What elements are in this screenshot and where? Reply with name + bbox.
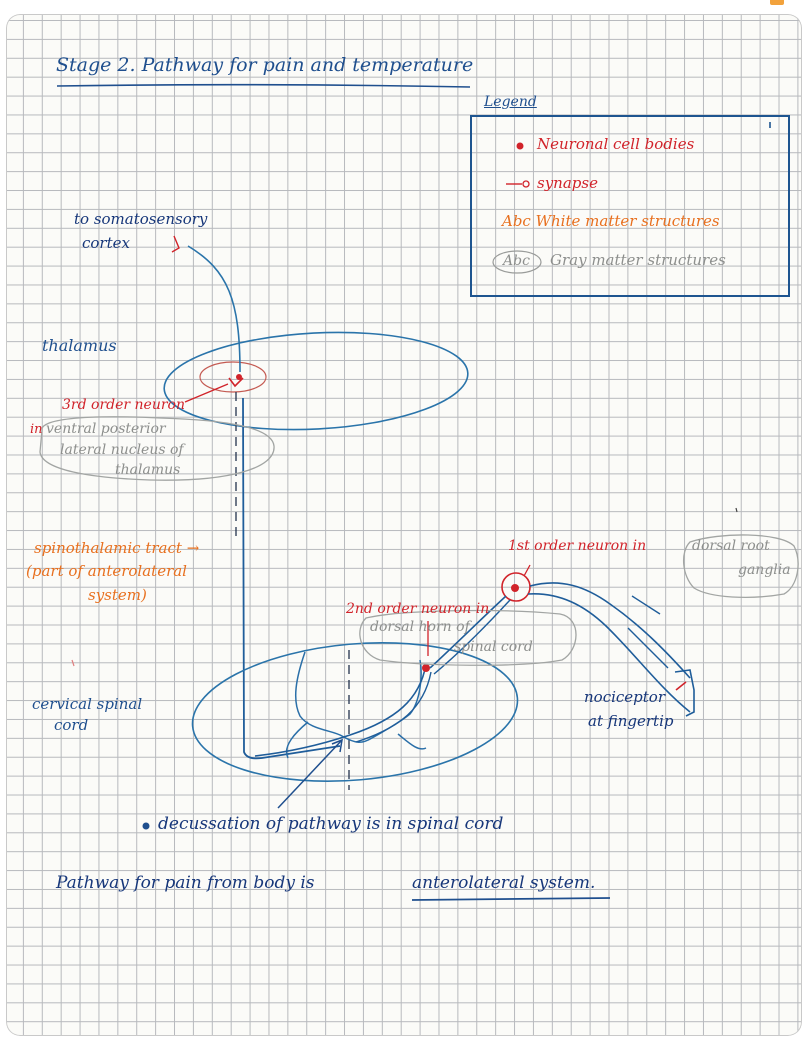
second-order-cell-body: [422, 664, 430, 672]
nerve-strand-2: [627, 627, 669, 669]
third-order-label: 3rd order neuron: [62, 397, 185, 413]
legend-synapse-label: synapse: [537, 174, 598, 192]
first-order-central-process-2: [433, 599, 511, 675]
tract-label-line2: (part of anterolateral: [26, 562, 187, 580]
peripheral-nerve-upper: [529, 582, 691, 679]
second-order-label: 2nd order neuron in: [346, 601, 490, 617]
anterolateral-note-prefix: Pathway for pain from body is: [56, 873, 315, 893]
third-order-cell-body: [236, 374, 242, 380]
first-order-pointer: [523, 564, 531, 577]
legend-gray-abbr: Abc: [503, 253, 530, 269]
nociceptor-label-line1: nociceptor: [584, 688, 665, 706]
peripheral-nerve-lower: [527, 593, 691, 713]
legend-gray-matter-label: Gray matter structures: [550, 251, 726, 269]
first-order-cell-body: [511, 584, 519, 592]
in-label: in: [30, 422, 43, 437]
anterolateral-underline: [411, 897, 611, 901]
drg-outline: [501, 572, 531, 602]
thalamus-label: thalamus: [42, 336, 117, 355]
stray-mark-1: [71, 659, 75, 667]
thalamocortical-fibre: [187, 245, 241, 373]
thalamus-outline: [163, 331, 469, 431]
stray-mark-2: [735, 507, 738, 513]
dorsal-horn-gray-outline: [359, 609, 577, 666]
page-title: Stage 2. Pathway for pain and temperatur…: [56, 54, 474, 76]
legend-cell-body-dot: [516, 142, 524, 150]
second-order-fibre-inner: [355, 671, 432, 743]
legend-gray-abbr-outline: [492, 250, 542, 274]
drg-label-line2: ganglia: [738, 562, 791, 578]
legend-cell-bodies-label: Neuronal cell bodies: [537, 135, 695, 153]
decussation-arrow: [277, 739, 343, 809]
vpl-nucleus-outline: [199, 361, 267, 393]
second-order-fibre: [254, 663, 427, 757]
graph-paper-page: [6, 14, 802, 1036]
fingertip-outline: [674, 669, 695, 717]
vpl-gray-outline: [39, 416, 275, 481]
decussation-arrowhead: [331, 738, 343, 753]
legend-heading: Legend: [484, 94, 537, 110]
bookmark-tab: [770, 0, 784, 5]
nerve-strand-1: [631, 595, 661, 615]
spinothalamic-tract: [242, 397, 341, 760]
vpl-label-line3: thalamus: [115, 462, 181, 478]
legend-synapse-dot: [522, 180, 530, 188]
dorsal-horn-label-line1: dorsal horn of: [370, 619, 470, 635]
vpl-label-line2: lateral nucleus of: [60, 442, 184, 458]
vpl-label-line1: ventral posterior: [46, 421, 166, 437]
cervical-label-line1: cervical spinal: [32, 695, 143, 713]
legend-white-matter-label: Abc White matter structures: [502, 212, 720, 230]
first-order-central-process: [429, 595, 507, 669]
spinal-cord-outline: [191, 641, 519, 783]
first-order-label: 1st order neuron in: [508, 538, 647, 554]
drg-gray-outline: [683, 534, 799, 599]
cortex-label-line2: cortex: [82, 234, 130, 252]
tract-label-line3: system): [88, 586, 147, 604]
anterolateral-note-term: anterolateral system.: [412, 873, 596, 893]
title-underline: [56, 83, 471, 88]
cortex-arrowhead: [171, 235, 180, 253]
cervical-label-line2: cord: [54, 716, 89, 734]
third-order-synapse: [228, 377, 244, 388]
cortex-label-line1: to somatosensory: [74, 210, 208, 228]
nociceptor-label-line2: at fingertip: [588, 712, 674, 730]
third-order-pointer: [184, 383, 229, 403]
dorsal-horn-label-line2: spinal cord: [454, 639, 533, 655]
legend-box: [470, 115, 790, 297]
nociceptor-ending: [675, 681, 687, 691]
drg-label-line1: dorsal root: [692, 538, 770, 554]
decussation-note: decussation of pathway is in spinal cord: [158, 814, 504, 834]
tract-label-line1: spinothalamic tract →: [34, 539, 200, 557]
note-bullet: [142, 822, 150, 830]
